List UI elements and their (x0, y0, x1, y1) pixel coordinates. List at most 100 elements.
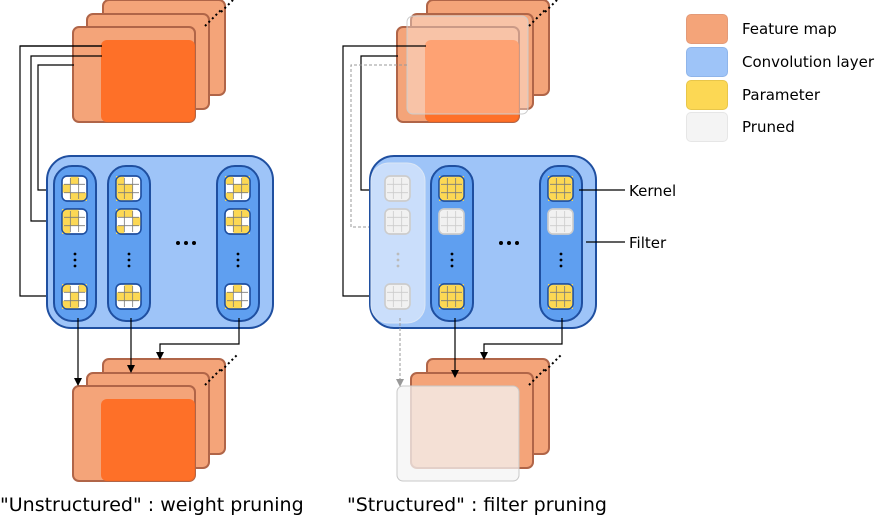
left-filter-2-kernel-1-param (225, 176, 234, 185)
right-filter-1-kernel-3-param (447, 284, 456, 293)
left-filter-ellipsis (176, 241, 180, 245)
parameter-swatch (686, 80, 728, 110)
right-filter-2-kernel-3-param (548, 300, 557, 309)
right-filter-2-kernel-1-param (548, 192, 557, 201)
right-filter-0-vdots (396, 258, 400, 262)
left-filter-2-kernel-2-param (225, 217, 234, 226)
feature-map-swatch (686, 14, 728, 44)
right-filter-2-kernel-2 (547, 208, 574, 235)
left-filter-2-kernel-2-border (224, 208, 251, 235)
right-filter-1-kernel-2-border (438, 208, 465, 235)
left-output-stack-core (101, 399, 195, 481)
left-filter-2-kernel-2-param (233, 225, 242, 234)
right-filter-ellipsis (515, 241, 519, 245)
legend-convolution-layer-label: Convolution layer (742, 53, 875, 71)
right-filter-0-kernel-3 (384, 283, 411, 310)
left-filter-1-kernel-2-param (124, 209, 133, 218)
right-filter-2-kernel-1-param (564, 176, 573, 185)
right-filter-1-kernel-3-param (455, 300, 464, 309)
left-filter-2 (216, 165, 260, 322)
left-filter-0 (53, 165, 97, 322)
left-filter-0-vdots (73, 258, 77, 262)
left-filter-1-kernel-2-param (132, 217, 141, 226)
convolution-layer-swatch (686, 47, 728, 77)
right-filter-1-kernel-1-param (455, 184, 464, 193)
left-filter-2-kernel-1-param (233, 184, 242, 193)
left-filter-0-kernel-3-param (70, 292, 79, 301)
right-input-arrow-pruned (350, 64, 407, 231)
right-filter-ellipsis (507, 241, 511, 245)
left-filter-2-vdots (236, 258, 240, 262)
stack-dots (544, 354, 562, 372)
left-filter-2-kernel-3-param (225, 292, 234, 301)
right-filter-1-kernel-3-param (439, 284, 448, 293)
right-filter-1-kernel-3-param (455, 292, 464, 301)
left-filter-1-vdots (127, 264, 131, 268)
left-filter-0-kernel-2-param (62, 217, 71, 226)
left-filter-0-kernel-2-param (62, 225, 71, 234)
right-filter-2-kernel-1-param (556, 176, 565, 185)
left-filter-1-kernel-1-param (116, 184, 125, 193)
left-filter-1-kernel-3-param (116, 292, 125, 301)
left-filter-2-kernel-2-param (241, 209, 250, 218)
right-input-pruned-overlay (406, 15, 529, 115)
legend-feature-map-label: Feature map (742, 20, 837, 38)
right-filter-2-kernel-3-param (556, 284, 565, 293)
left-filter-0-kernel-3-border (61, 283, 88, 310)
left-filter-0-kernel-1-param (62, 184, 71, 193)
left-filter-1-kernel-2-border (115, 208, 142, 235)
right-filter-2-kernel-1-param (556, 192, 565, 201)
left-filter-1-kernel-3-param (124, 284, 133, 293)
right-filter-1 (430, 165, 474, 322)
left-input-arrow-2 (30, 55, 102, 225)
left-filter-ellipsis (192, 241, 196, 245)
right-filter-0-kernel-1 (384, 175, 411, 202)
right-filter-1-kernel-2 (438, 208, 465, 235)
left-filter-2-vdots (236, 264, 240, 268)
right-filter-2-kernel-1-param (564, 184, 573, 193)
right-filter-0-vdots (396, 252, 400, 256)
right-filter-1-kernel-1-param (439, 184, 448, 193)
left-filter-0-kernel-2-param (62, 209, 71, 218)
right-filter-1-vdots (450, 252, 454, 256)
left-filter-0-kernel-3-param (78, 284, 87, 293)
left-filter-2-kernel-2-param (241, 225, 250, 234)
legend-pruned-label: Pruned (742, 118, 795, 136)
caption-structured: "Structured" : filter pruning (347, 494, 607, 516)
left-filter-2-kernel-3-param (233, 300, 242, 309)
right-filter-0-vdots (396, 264, 400, 268)
right-input-stack-core (425, 40, 519, 122)
right-filter-2-kernel-3-param (556, 292, 565, 301)
right-filter-1-kernel-1-param (455, 192, 464, 201)
left-filter-0-kernel-1-border (61, 175, 88, 202)
stack-dots (204, 9, 222, 27)
right-filter-2-kernel-1-param (556, 184, 565, 193)
kernel-label: Kernel (629, 182, 677, 200)
left-filter-1-vdots (127, 252, 131, 256)
right-filter-2-kernel-1-param (548, 184, 557, 193)
left-output-arrow-3 (156, 318, 240, 360)
stack-dots (528, 368, 546, 386)
caption-unstructured: "Unstructured" : weight pruning (0, 494, 304, 516)
right-filter-0-kernel-2 (384, 208, 411, 235)
left-filter-0-vdots (73, 264, 77, 268)
right-filter-2-kernel-3-param (564, 300, 573, 309)
right-filter-2-kernel-3-param (556, 300, 565, 309)
right-filter-1-kernel-1-border (438, 175, 465, 202)
pruned-swatch (686, 112, 728, 142)
right-filter-2-kernel-3-param (564, 292, 573, 301)
left-filter-2-kernel-3-border (224, 283, 251, 310)
right-filter-2-vdots (559, 264, 563, 268)
unstructured-pruning-diagram: ... (19, 0, 274, 482)
right-filter-1-kernel-1-param (447, 192, 456, 201)
legend-parameter-label: Parameter (742, 86, 821, 104)
left-filter-2-kernel-3-param (233, 284, 242, 293)
right-filter-1-kernel-1-param (439, 192, 448, 201)
right-filter-1-kernel-3-param (439, 300, 448, 309)
right-output-stack-sheet-front-pruned (396, 385, 520, 482)
right-filter-2-kernel-3-border (547, 283, 574, 310)
right-filter-2-kernel-1-border (547, 175, 574, 202)
left-filter-0-kernel-2-border (61, 208, 88, 235)
right-filter-ellipsis (499, 241, 503, 245)
stack-dots (220, 354, 238, 372)
